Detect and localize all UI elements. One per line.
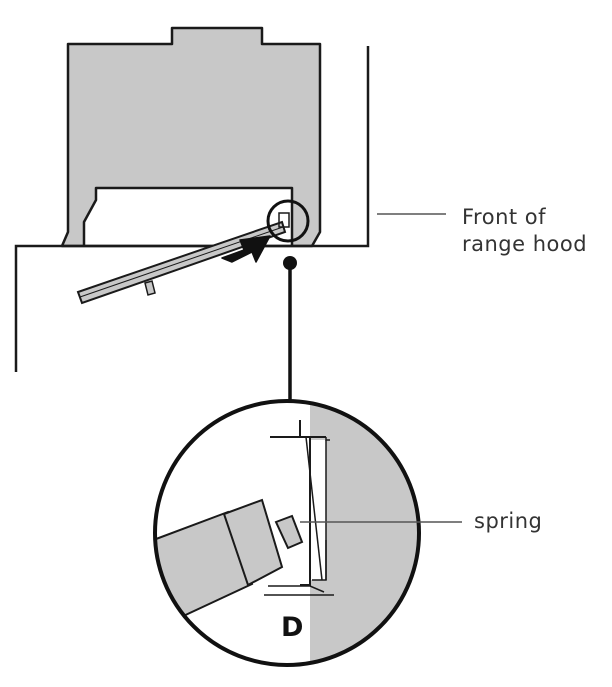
insert-arrow [221,235,271,263]
cabinet-outline [14,46,370,372]
detail-d-label: D [281,612,304,643]
spring-label: spring [474,509,543,533]
filter-rod [76,220,287,305]
front-label-line-2: range hood [462,232,588,256]
front-of-range-hood-label: Front of range hood [462,204,587,258]
front-label-line-1: Front of [462,205,547,229]
detail-marker-circle [266,199,310,243]
detail-magnifier [153,399,421,667]
